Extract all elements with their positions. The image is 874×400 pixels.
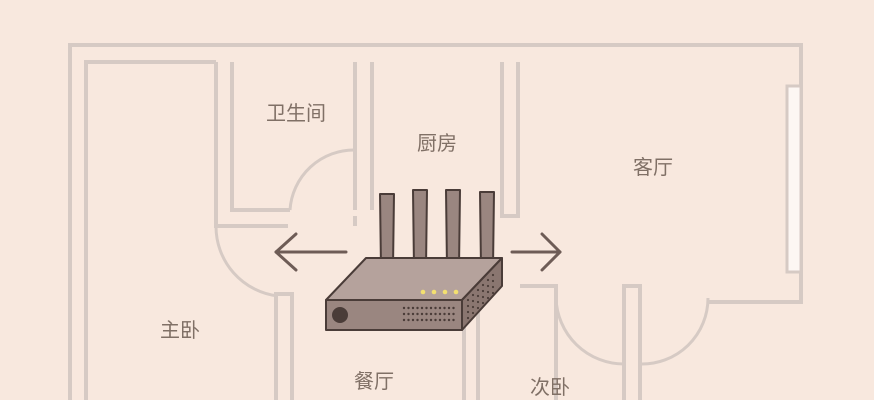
room-label-dining-room: 餐厅	[354, 369, 394, 393]
second-bedroom-walls	[462, 284, 642, 400]
second-bedroom-door	[554, 297, 625, 366]
room-label-second-bedroom: 次卧	[530, 375, 570, 399]
bathroom-walls	[214, 62, 357, 228]
wifi-router-icon	[325, 189, 503, 331]
kitchen-walls	[370, 62, 520, 218]
outer-walls	[68, 43, 803, 400]
bathroom-door	[288, 148, 356, 211]
balcony-door	[639, 297, 710, 366]
window	[785, 84, 803, 274]
arrow-left-icon	[274, 232, 348, 272]
arrow-right-icon	[510, 232, 562, 272]
room-label-bathroom: 卫生间	[266, 101, 326, 125]
room-label-living-room: 客厅	[633, 155, 673, 179]
master-bedroom-door	[214, 225, 294, 400]
room-label-kitchen: 厨房	[417, 131, 457, 155]
room-label-master-bedroom: 主卧	[160, 318, 200, 342]
